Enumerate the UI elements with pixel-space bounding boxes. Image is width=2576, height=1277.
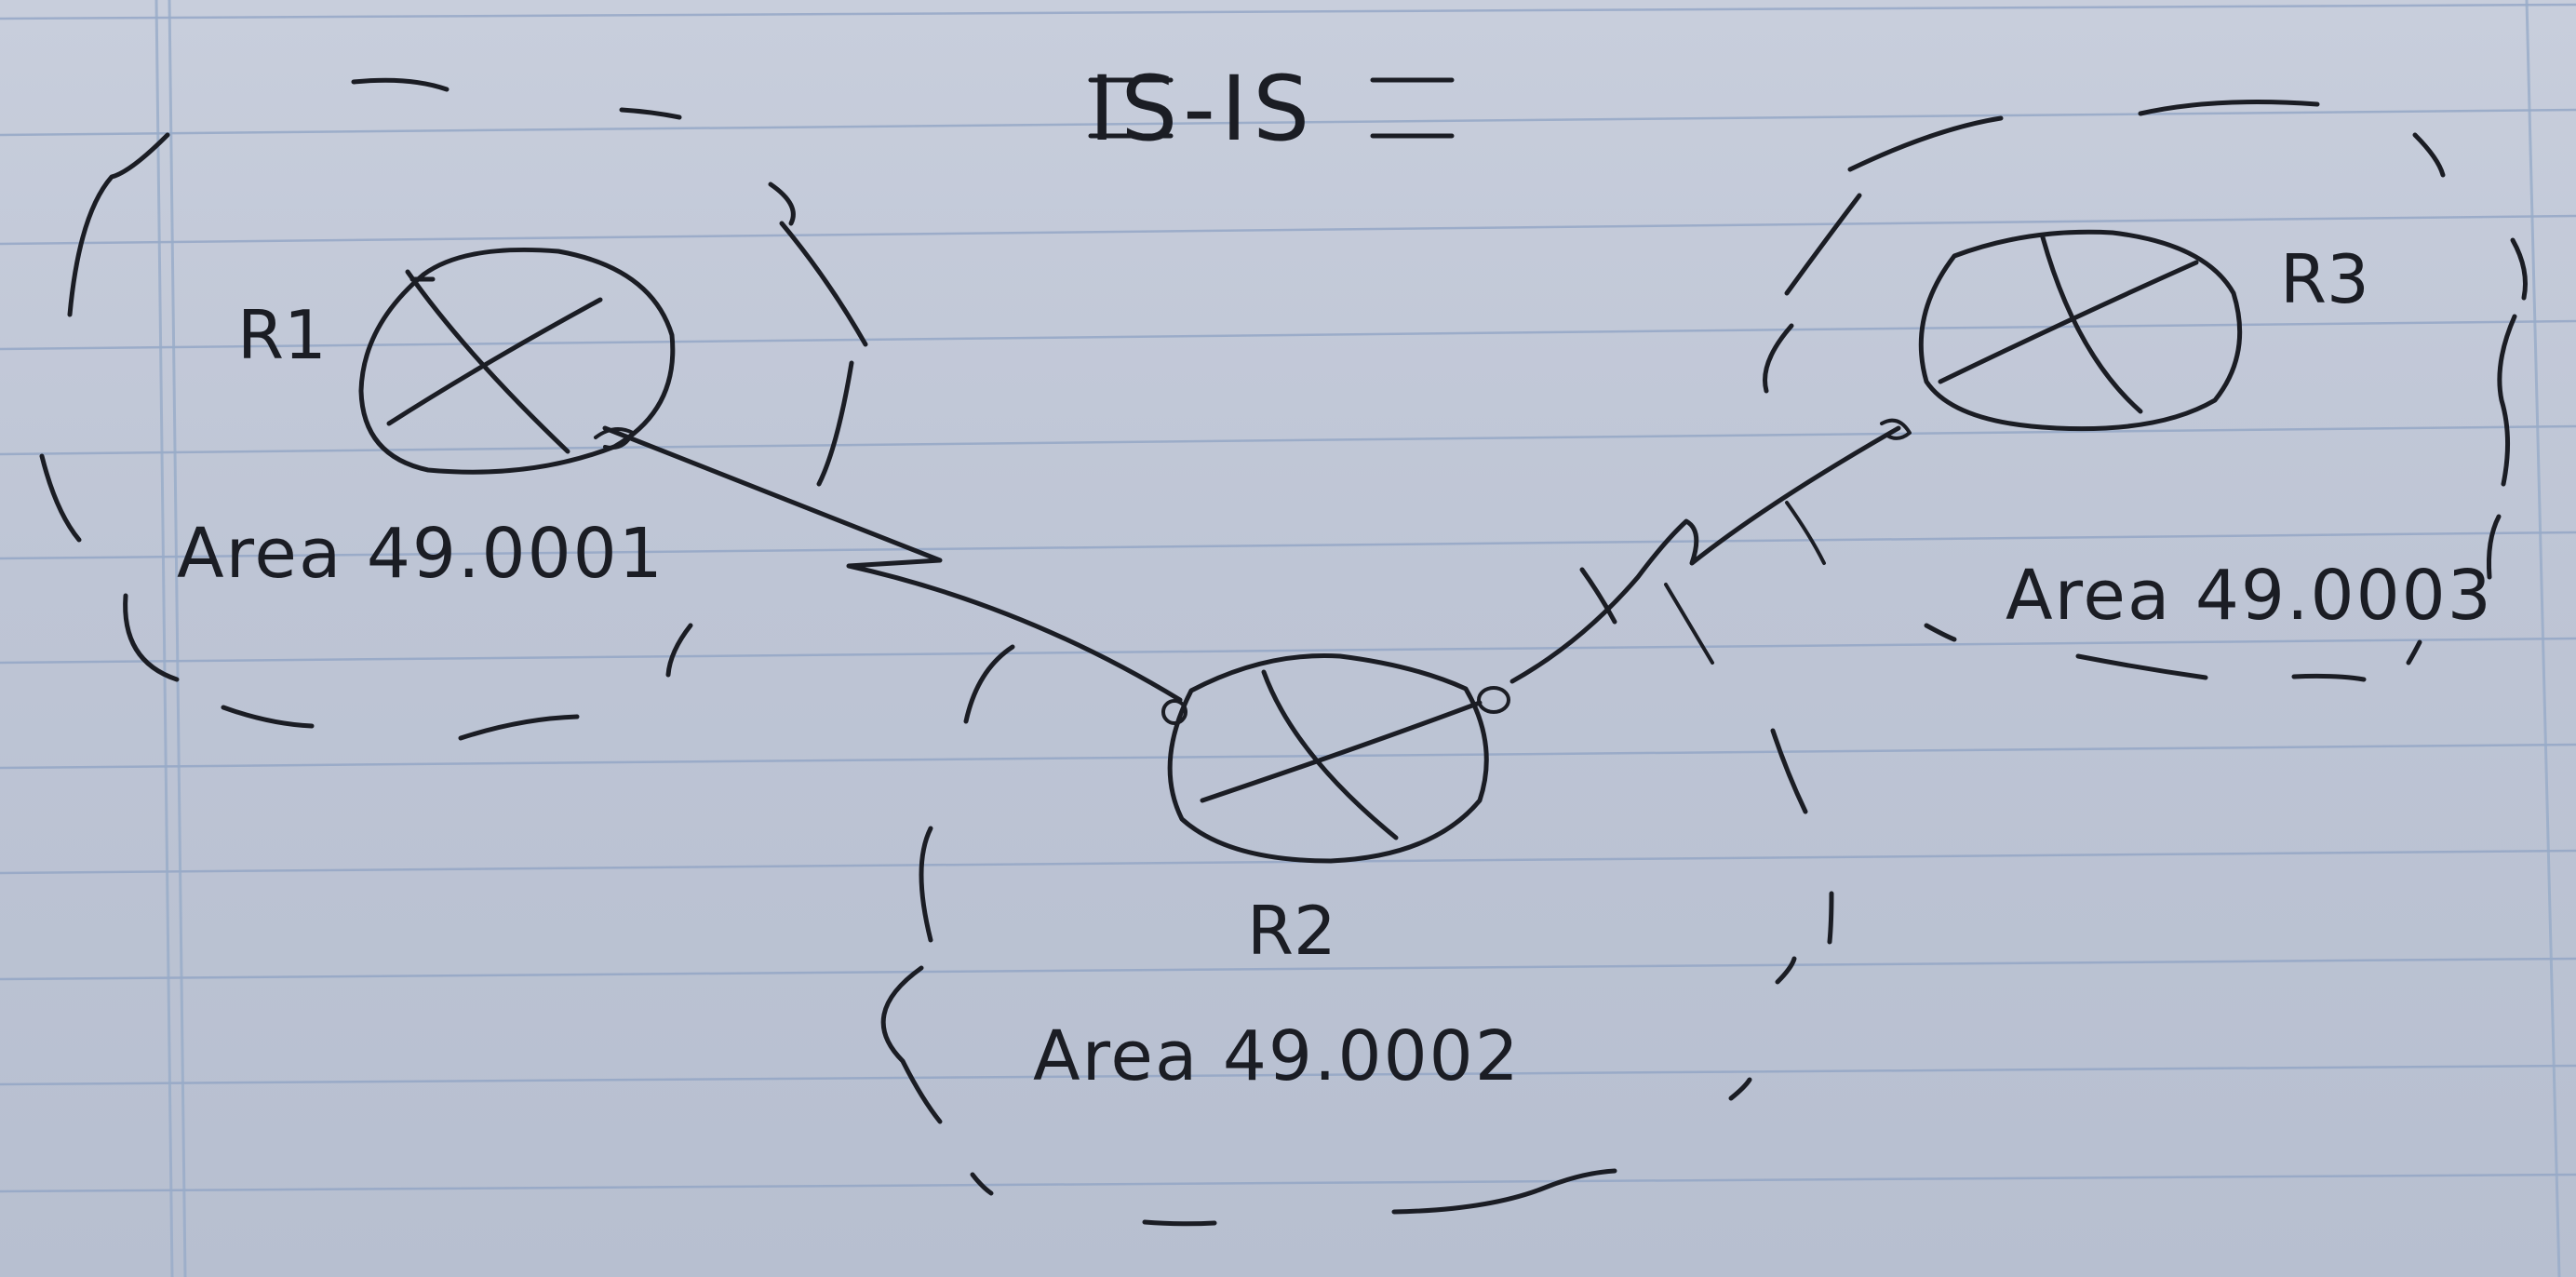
router-r3 — [1880, 229, 2243, 440]
router-r1-cross-b — [386, 297, 603, 426]
router-r3-port — [1880, 418, 1912, 440]
router-r2-port-right — [1477, 686, 1510, 714]
router-r3-cross-b — [1938, 260, 2199, 384]
router-r2 — [1161, 653, 1510, 864]
area-boundary-r1 — [39, 77, 868, 741]
area-boundary-r3 — [1763, 100, 2528, 682]
link-r2-r3 — [1509, 425, 1901, 684]
router-r1-body — [358, 247, 676, 475]
router-r1-label: R1 — [237, 296, 327, 374]
router-r1 — [358, 247, 676, 475]
router-r2-body — [1167, 653, 1489, 864]
router-r2-label: R2 — [1247, 892, 1336, 970]
router-r2-cross-a — [1261, 669, 1399, 840]
router-r3-label: R3 — [2280, 240, 2369, 318]
router-r2-cross-b — [1200, 700, 1483, 803]
area-boundary-r2 — [880, 567, 1834, 1227]
area-label-r3: Area 49.0003 — [2006, 556, 2493, 636]
area-label-r2: Area 49.0002 — [1033, 1016, 1521, 1096]
router-r1-port — [594, 427, 635, 450]
router-r3-body — [1918, 229, 2243, 432]
router-r2-port-left — [1161, 699, 1187, 725]
area-label-r1: Area 49.0001 — [177, 514, 664, 594]
link-r1-r2 — [602, 425, 1183, 703]
router-r3-cross-a — [2040, 235, 2143, 414]
diagram-title: IS-IS — [1089, 57, 1315, 161]
router-r1-cross-a — [405, 269, 570, 454]
